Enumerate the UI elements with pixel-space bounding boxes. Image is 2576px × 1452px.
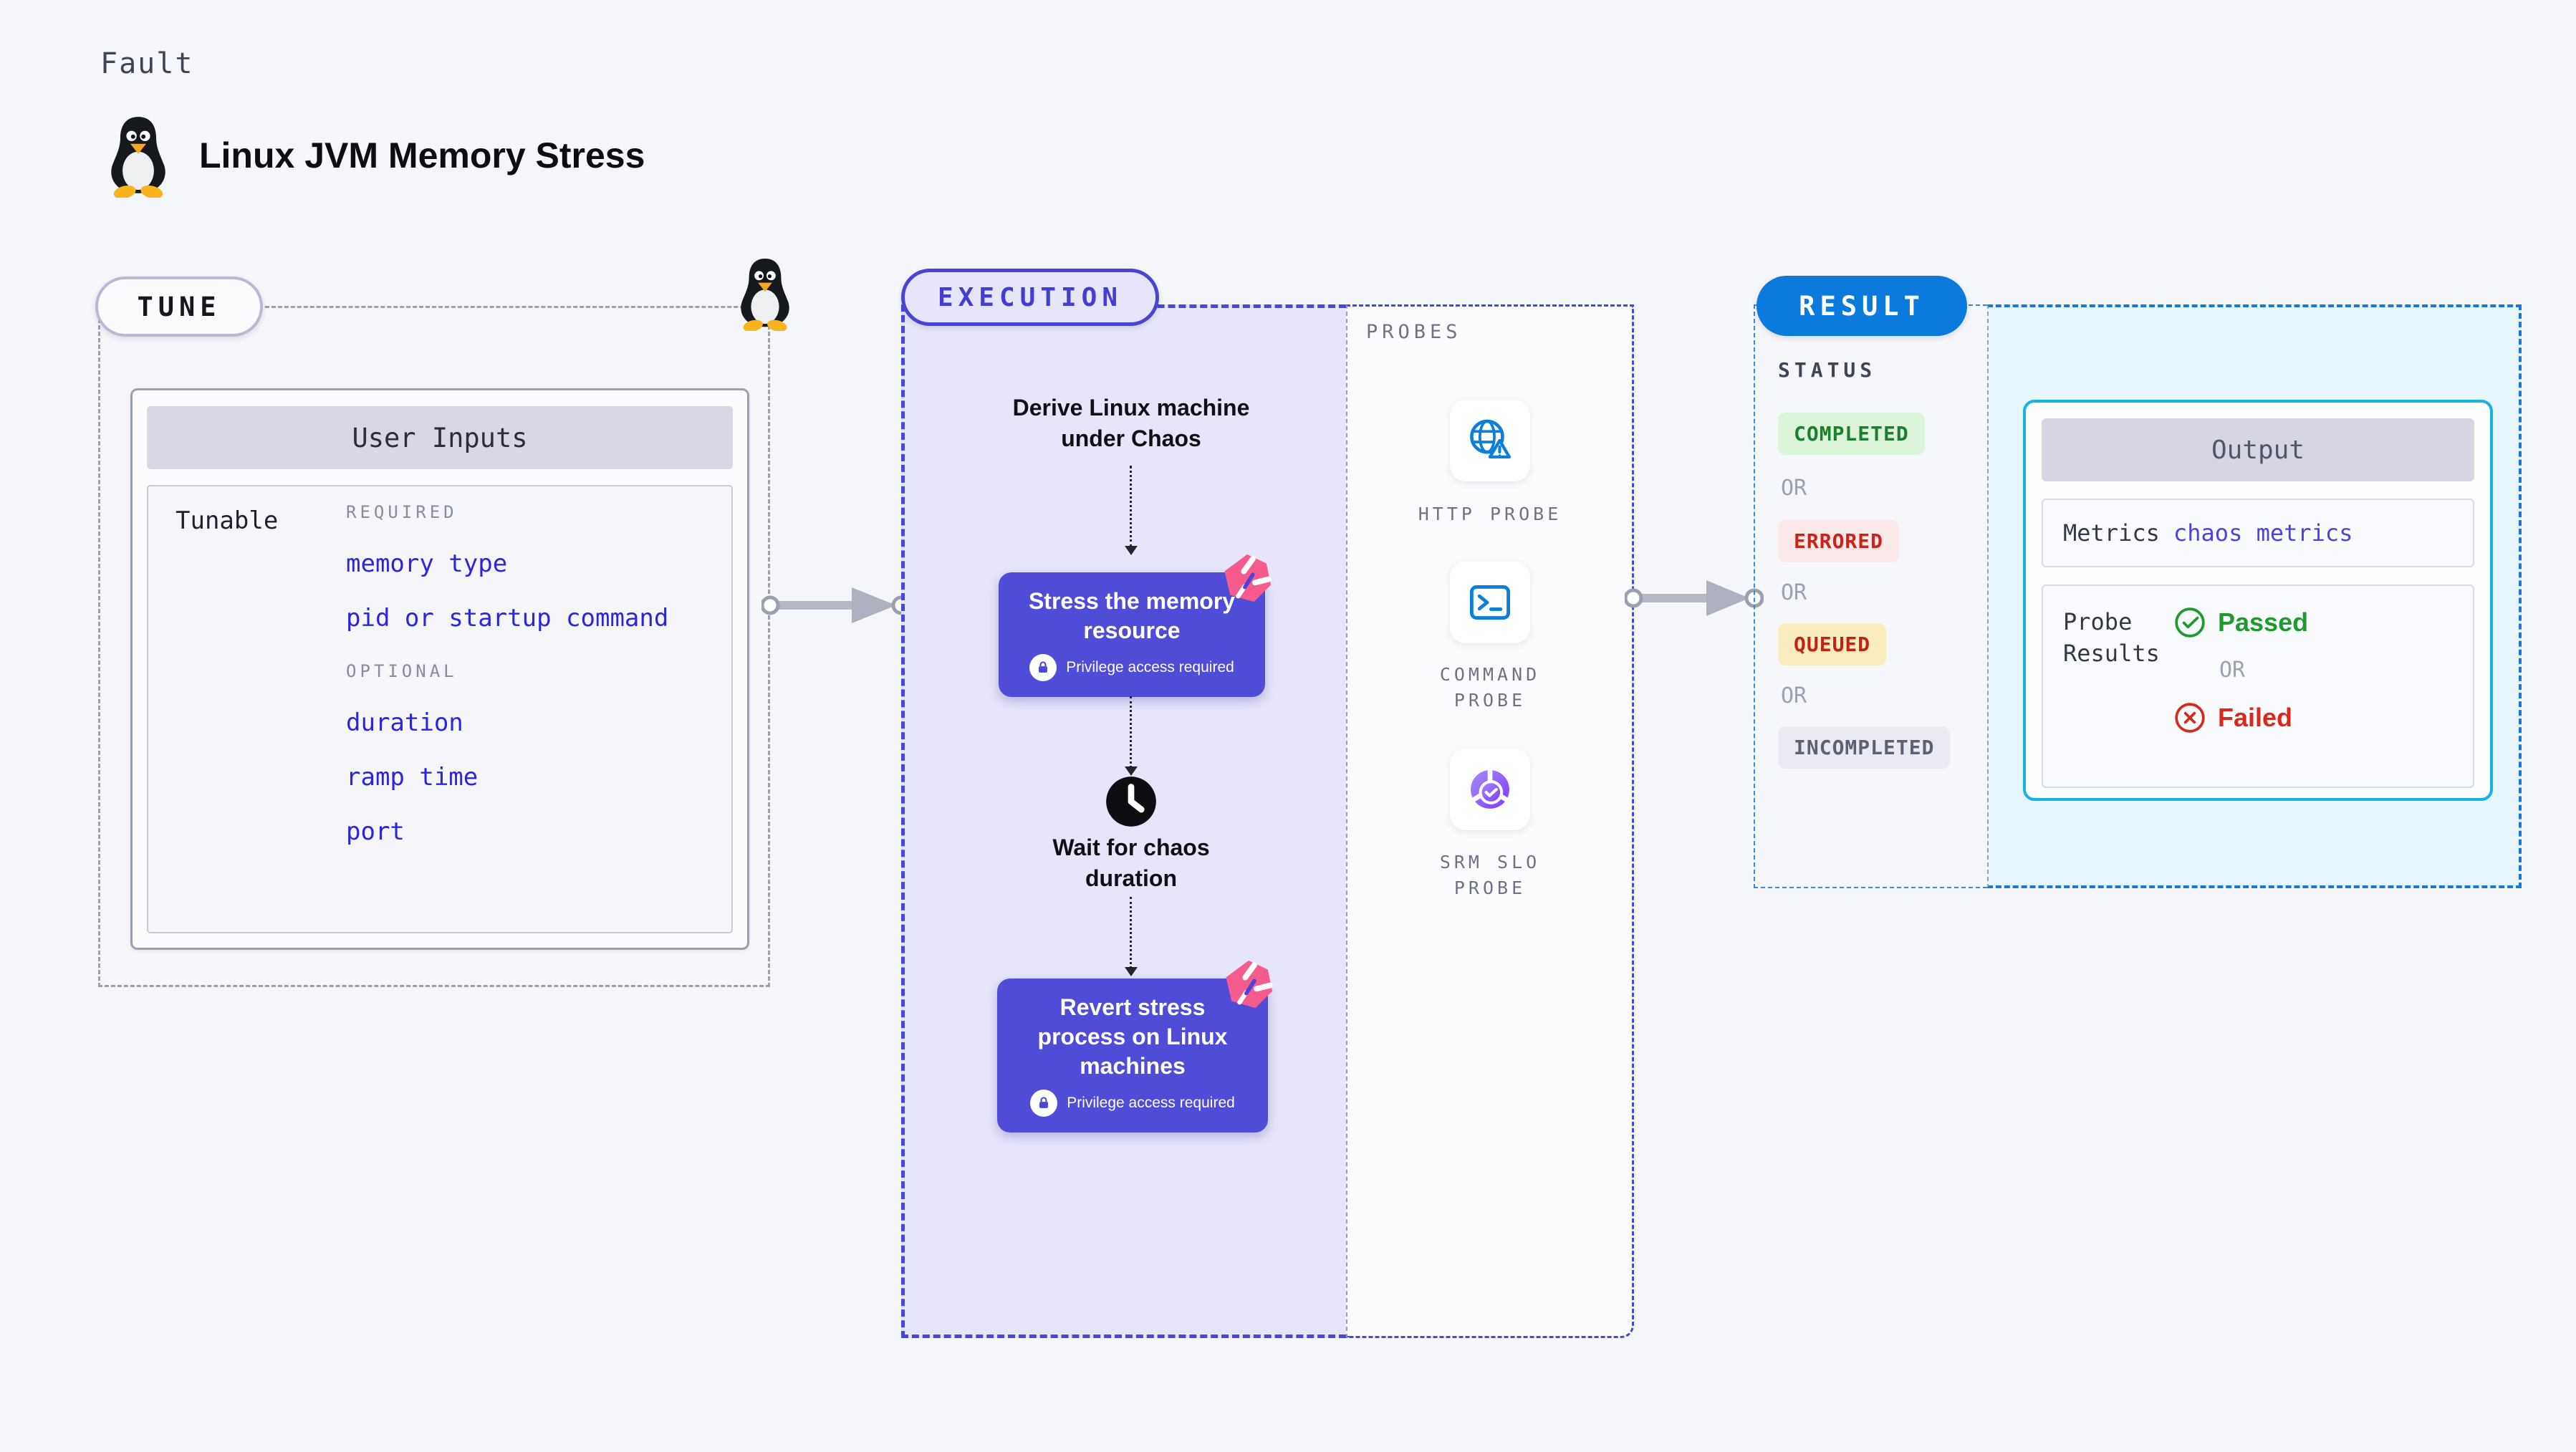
status-label: STATUS: [1778, 358, 1877, 382]
revert-step-box: Revert stress process on Linux machines …: [997, 979, 1268, 1133]
http-probe-card: [1450, 400, 1530, 481]
status-badge-completed: COMPLETED: [1778, 413, 1925, 455]
status-badge-queued: QUEUED: [1778, 623, 1887, 665]
derive-step-text: Derive Linux machine under Chaos: [1012, 395, 1250, 451]
required-group-label: REQUIRED: [346, 502, 458, 522]
globe-alert-icon: [1470, 419, 1512, 459]
chaos-pinwheel-icon: [1224, 554, 1272, 602]
tux-penguin-icon: [111, 117, 165, 198]
check-circle-icon: [2175, 607, 2205, 638]
output-card: Output Metrics chaos metrics Probe Resul…: [2023, 400, 2493, 801]
tune-region: [98, 306, 770, 987]
tunable-item: ramp time: [346, 763, 479, 792]
revert-step-title: Revert stress process on Linux machines: [1037, 994, 1228, 1079]
arrow-down-icon: [1125, 546, 1138, 555]
failed-line: Failed: [2173, 701, 2308, 734]
tunable-item: memory type: [346, 549, 508, 578]
fault-kicker: Fault: [100, 47, 194, 80]
lock-icon: [1030, 1090, 1058, 1117]
status-badge-errored: ERRORED: [1778, 520, 1900, 562]
probe-results-or-label: OR: [2219, 658, 2246, 683]
passed-label: Passed: [2218, 607, 2309, 637]
probe-name: COMMAND PROBE: [1439, 664, 1541, 711]
tune-badge: TUNE: [95, 277, 263, 337]
tune-to-execution-arrow: [761, 587, 910, 623]
status-or-label: OR: [1781, 580, 1807, 605]
probe-results-row: Probe Results Passed OR Failed: [2042, 585, 2474, 788]
probe-results-values: Passed OR Failed: [2173, 606, 2308, 787]
execution-badge: EXECUTION: [901, 269, 1159, 326]
stress-step-title: Stress the memory resource: [1028, 588, 1236, 643]
probes-section-label: PROBES: [1366, 321, 1462, 343]
flow-connector: [1130, 466, 1132, 547]
arrow-down-icon: [1125, 766, 1138, 776]
status-or-label: OR: [1781, 683, 1807, 708]
tunable-row-label: Tunable: [176, 506, 279, 535]
tux-penguin-icon: [741, 259, 789, 331]
user-inputs-title: User Inputs: [147, 406, 733, 469]
tunable-list: REQUIRED memory type pid or startup comm…: [346, 502, 733, 872]
slo-donut-check-icon: [1470, 768, 1510, 809]
metrics-row: Metrics chaos metrics: [2042, 499, 2474, 567]
wait-step-text: Wait for chaos duration: [1052, 835, 1210, 891]
privilege-note: Privilege access required: [1066, 659, 1234, 675]
probe-results-label: Probe Results: [2063, 608, 2160, 667]
probe-name: SRM SLO PROBE: [1439, 852, 1541, 898]
terminal-icon: [1470, 585, 1510, 620]
user-inputs-body: Tunable REQUIRED memory type pid or star…: [147, 485, 733, 933]
flow-connector: [1130, 696, 1132, 768]
lock-icon: [1029, 654, 1057, 681]
user-inputs-card: User Inputs Tunable REQUIRED memory type…: [130, 388, 749, 950]
metrics-value: chaos metrics: [2173, 519, 2353, 547]
flow-connector: [1130, 897, 1132, 968]
arrow-down-icon: [1125, 967, 1138, 976]
stress-step-box: Stress the memory resource Privilege acc…: [999, 572, 1265, 697]
tunable-item: port: [346, 817, 405, 846]
tunable-item: pid or startup command: [346, 604, 669, 633]
optional-group-label: OPTIONAL: [346, 661, 458, 681]
command-probe-card: [1450, 562, 1530, 643]
srm-slo-probe-card: [1450, 749, 1530, 830]
execution-to-result-arrow: [1625, 580, 1764, 616]
chaos-pinwheel-icon: [1226, 960, 1273, 1009]
privilege-note-row: Privilege access required: [1016, 1090, 1249, 1117]
privilege-note: Privilege access required: [1067, 1095, 1235, 1111]
clock-icon: [1106, 777, 1156, 827]
status-badge-incompleted: INCOMPLETED: [1778, 726, 1951, 769]
metrics-label: Metrics: [2063, 519, 2160, 547]
privilege-note-row: Privilege access required: [1017, 654, 1246, 681]
output-title: Output: [2042, 418, 2474, 481]
probe-name: HTTP PROBE: [1418, 504, 1562, 524]
failed-label: Failed: [2218, 703, 2293, 732]
result-badge: RESULT: [1756, 276, 1967, 336]
tunable-item: duration: [346, 708, 463, 737]
x-circle-icon: [2175, 703, 2205, 733]
status-or-label: OR: [1781, 476, 1807, 501]
passed-line: Passed: [2173, 606, 2308, 639]
page-title: Linux JVM Memory Stress: [199, 135, 645, 176]
